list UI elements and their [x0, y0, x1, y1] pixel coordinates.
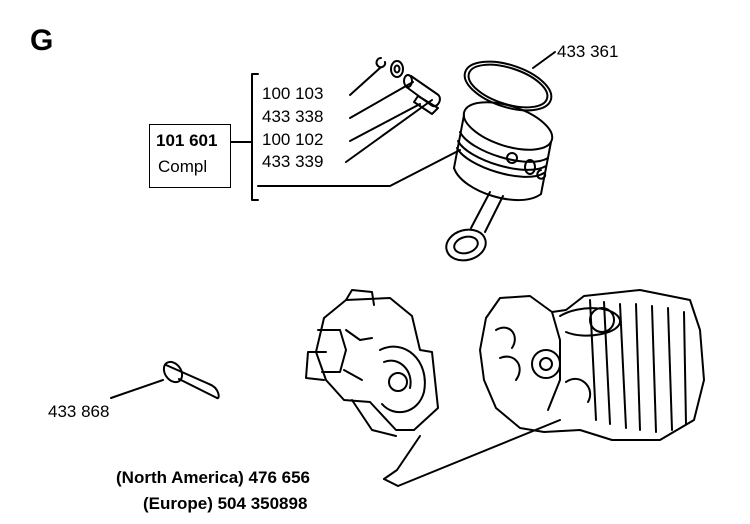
leader-crankcase-left: [383, 435, 421, 480]
crankcase-label-europe: (Europe) 504 350898: [143, 494, 308, 513]
section-letter: G: [30, 24, 54, 57]
kit-bracket: [251, 73, 259, 201]
piston-pin-part: [403, 74, 441, 115]
part-label-100-102: 100 102: [262, 130, 324, 149]
crankcase-half-right: [479, 289, 705, 441]
kit-part-number: 101 601: [156, 131, 218, 150]
leader-433-338: [349, 81, 414, 119]
kit-label: Compl: [158, 157, 208, 176]
circlip-part: [375, 57, 387, 69]
leader-433-361: [532, 51, 556, 69]
wrist-pin-circlip-part: [524, 159, 547, 180]
leader-piston: [257, 149, 461, 187]
leader-100-102: [349, 103, 421, 142]
part-label-433-338: 433 338: [262, 107, 324, 126]
part-label-433-361: 433 361: [557, 42, 619, 61]
leader-100-103: [349, 67, 381, 96]
sleeve-part: [162, 360, 220, 400]
part-label-100-103: 100 103: [262, 84, 324, 103]
crankcase-label-north-america: (North America) 476 656: [116, 468, 311, 487]
kit-box: 101 601 Compl: [149, 124, 231, 188]
leader-433-339: [345, 99, 433, 163]
needle-bearing-part: [390, 60, 404, 78]
leader-crankcase-right: [383, 419, 561, 487]
crankcase-half-left: [305, 289, 439, 437]
leader-433-868: [110, 379, 164, 399]
part-label-433-868: 433 868: [48, 402, 110, 421]
connecting-rod-part: [445, 191, 504, 262]
piston-part: [453, 101, 554, 202]
part-label-433-339: 433 339: [262, 152, 324, 171]
